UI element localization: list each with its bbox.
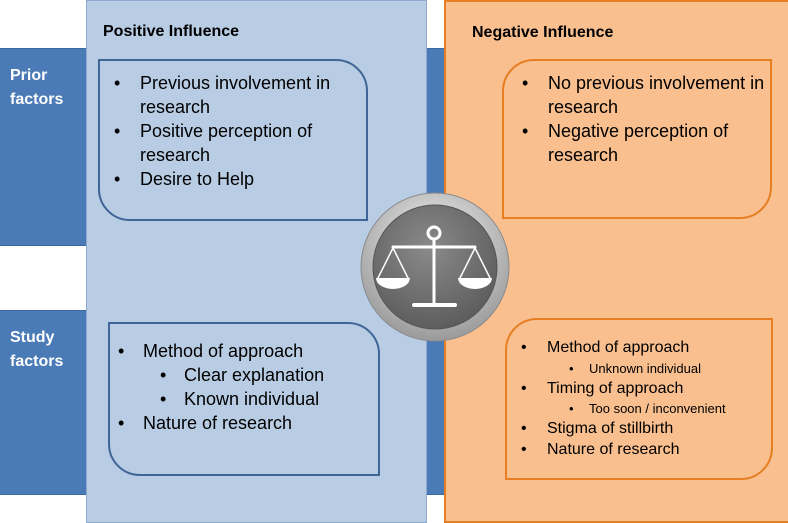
negative-study-list: Method of approach Unknown individual Ti… [507, 338, 767, 460]
study-factors-label: Study factors [10, 329, 64, 370]
positive-prior-factors-card: Previous involvement in research Positiv… [98, 59, 368, 221]
list-subitem: Clear explanation [110, 363, 370, 387]
balance-scale-badge [360, 192, 510, 342]
list-subitem: Unknown individual [507, 359, 767, 379]
positive-study-list: Method of approach Clear explanation Kno… [110, 339, 370, 435]
list-item: Method of approach [110, 339, 370, 363]
negative-prior-list: No previous involvement in research Nega… [504, 71, 766, 167]
balance-scale-icon [360, 192, 510, 342]
list-item: No previous involvement in research [504, 71, 766, 119]
negative-influence-title: Negative Influence [472, 24, 614, 41]
list-item: Stigma of stillbirth [507, 419, 767, 440]
list-subitem: Too soon / inconvenient [507, 399, 767, 419]
list-item: Desire to Help [100, 167, 358, 191]
list-item: Negative perception of research [504, 119, 766, 167]
list-item: Timing of approach [507, 379, 767, 400]
list-item: Nature of research [110, 411, 370, 435]
list-item: Method of approach [507, 338, 767, 359]
list-item: Previous involvement in research [100, 71, 358, 119]
negative-study-factors-card: Method of approach Unknown individual Ti… [505, 318, 773, 480]
negative-prior-factors-card: No previous involvement in research Nega… [502, 59, 772, 219]
list-subitem: Known individual [110, 387, 370, 411]
list-item: Positive perception of research [100, 119, 358, 167]
prior-factors-label: Prior factors [10, 67, 64, 108]
positive-study-factors-card: Method of approach Clear explanation Kno… [108, 322, 380, 476]
positive-prior-list: Previous involvement in research Positiv… [100, 71, 358, 191]
list-item: Nature of research [507, 440, 767, 461]
positive-influence-title: Positive Influence [103, 23, 240, 40]
